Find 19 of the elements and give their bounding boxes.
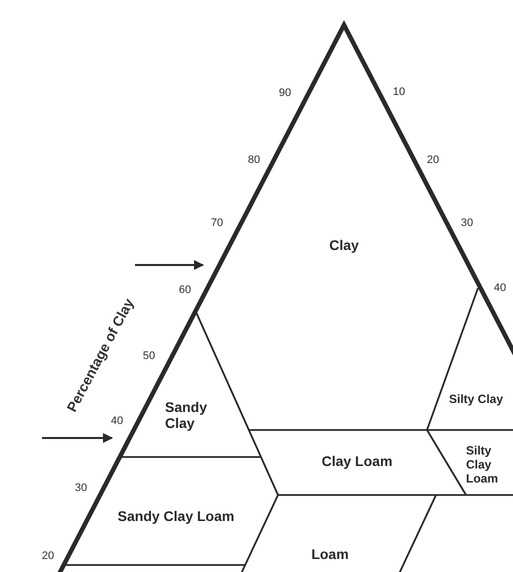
soil-class-label: Loam	[290, 546, 370, 562]
soil-class-label: Silty Clay Loam	[466, 444, 508, 486]
tick-label: 90	[278, 87, 292, 99]
tick-label: 50	[142, 350, 156, 362]
tick-label: 40	[494, 282, 506, 294]
soil-class-label: Silty Clay	[449, 393, 509, 407]
tick-label: 30	[460, 217, 474, 229]
soil-class-label: Sandy Clay	[165, 398, 215, 432]
tick-label: 20	[42, 550, 54, 562]
tick-label: 10	[392, 86, 406, 98]
soil-class-label: Clay Loam	[302, 452, 412, 470]
tick-label: 40	[110, 415, 124, 427]
tick-label: 60	[178, 284, 192, 296]
tick-label: 70	[210, 217, 224, 229]
tick-label: 80	[248, 154, 260, 166]
tick-label: 20	[426, 154, 440, 166]
soil-class-label: Clay	[304, 236, 384, 254]
tick-label: 30	[74, 482, 88, 494]
soil-class-label: Sandy Clay Loam	[106, 508, 246, 524]
